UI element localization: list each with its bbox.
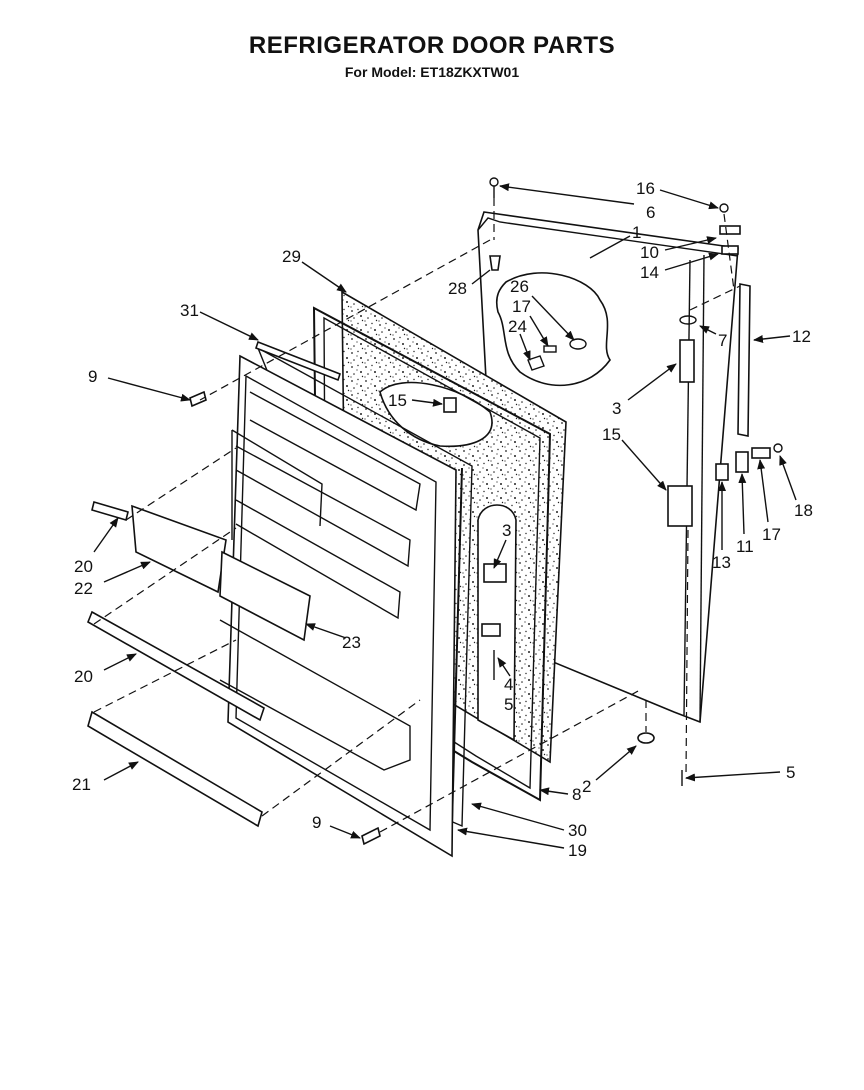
callout-1: 1	[632, 223, 641, 242]
callout-14: 14	[640, 263, 659, 282]
callout-17: 17	[762, 525, 781, 544]
callout-19: 19	[568, 841, 587, 860]
shelf-bin-22	[131, 504, 227, 594]
callout-10: 10	[640, 243, 659, 262]
callout-5: 5	[504, 695, 513, 714]
shelf-rail-21	[87, 710, 263, 828]
callout-17: 17	[512, 297, 531, 316]
callout-21: 21	[72, 775, 91, 794]
callout-20: 20	[74, 557, 93, 576]
callout-8: 8	[572, 785, 581, 804]
shelf-rail-20-upper	[91, 500, 129, 522]
page-subtitle: For Model: ET18ZKXTW01	[344, 64, 520, 80]
callout-5: 5	[786, 763, 795, 782]
callout-23: 23	[342, 633, 361, 652]
callout-31: 31	[180, 301, 199, 320]
callout-4: 4	[504, 675, 513, 694]
callout-9: 9	[88, 367, 97, 386]
callout-22: 22	[74, 579, 93, 598]
callout-11: 11	[736, 537, 754, 556]
callout-2: 2	[582, 777, 591, 796]
callout-16: 16	[636, 179, 655, 198]
callout-13: 13	[712, 553, 731, 572]
callout-6: 6	[646, 203, 655, 222]
page-title: REFRIGERATOR DOOR PARTS	[248, 32, 616, 59]
shelf-rail-20-lower	[86, 610, 265, 722]
callout-7: 7	[718, 331, 727, 350]
callout-12: 12	[792, 327, 811, 346]
callout-9: 9	[312, 813, 321, 832]
callout-28: 28	[448, 279, 467, 298]
callout-15: 15	[388, 391, 407, 410]
shelf-bin-23	[219, 550, 311, 642]
callout-29: 29	[282, 247, 301, 266]
callout-24: 24	[508, 317, 527, 336]
leader-lines	[93, 183, 797, 849]
callout-labels: 16 6 1 10 14 29 28 26 17 24 7 12 31 9 15…	[72, 179, 813, 860]
callout-26: 26	[510, 277, 529, 296]
callout-20: 20	[74, 667, 93, 686]
shelf-bar-top	[255, 340, 341, 382]
hinge-assembly	[667, 203, 783, 527]
callout-3: 3	[502, 521, 511, 540]
callout-15: 15	[602, 425, 621, 444]
callout-30: 30	[568, 821, 587, 840]
callout-3: 3	[612, 399, 621, 418]
callout-18: 18	[794, 501, 813, 520]
alignment-lines	[93, 198, 741, 833]
